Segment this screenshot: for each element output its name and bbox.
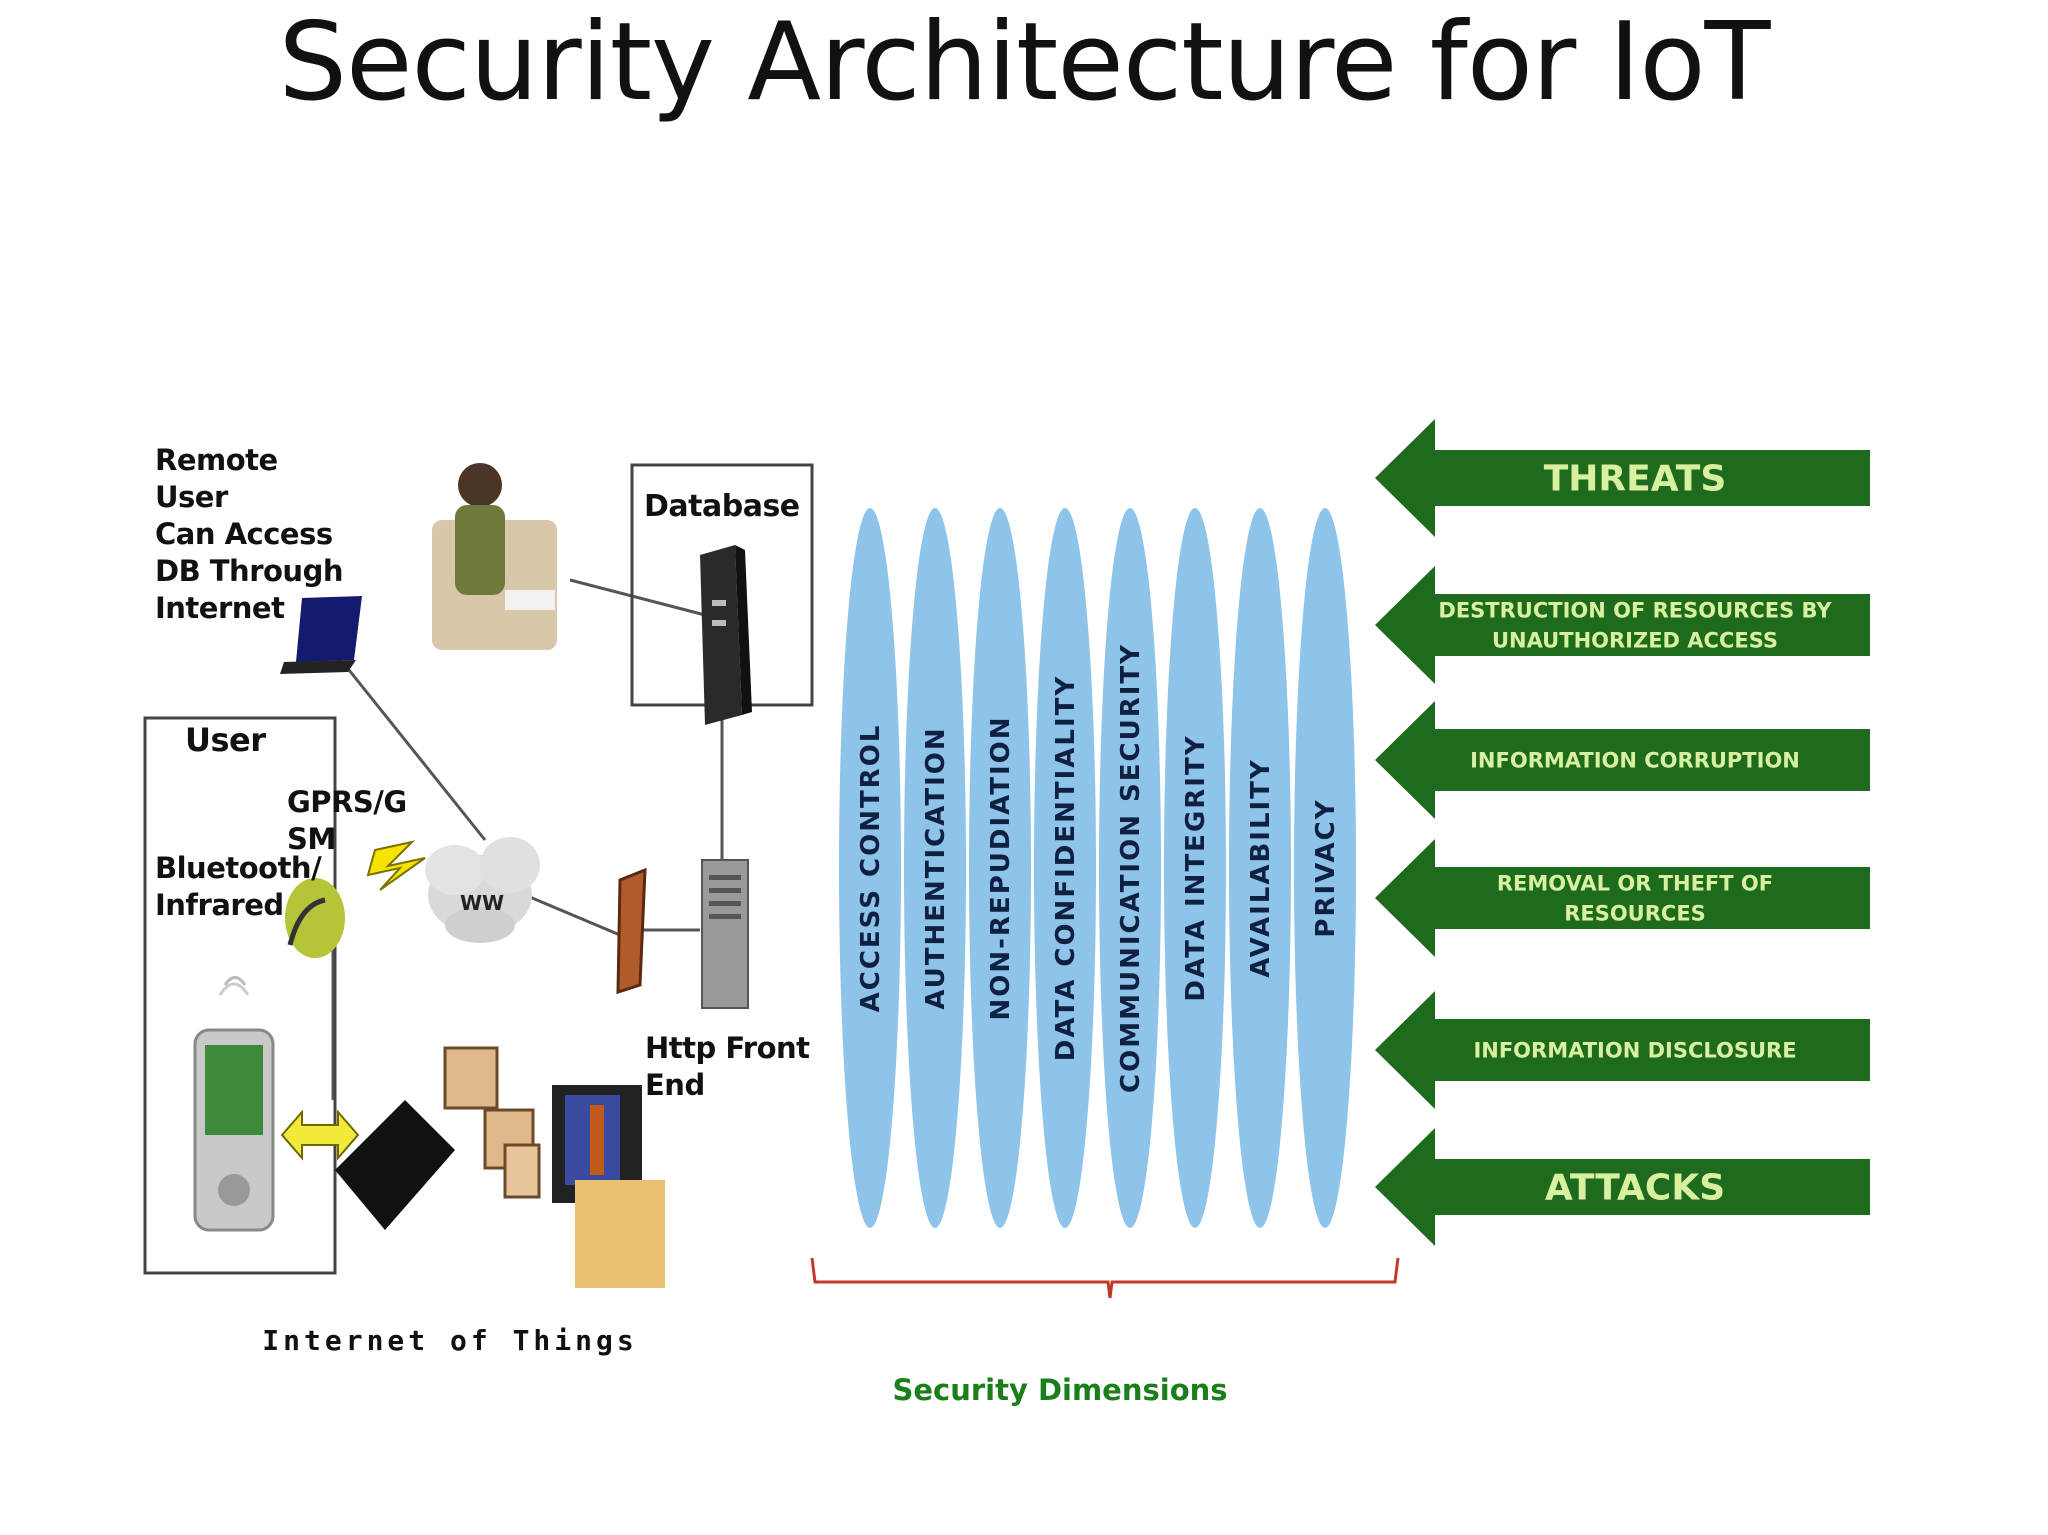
chip-board-icon	[552, 1085, 665, 1288]
threat-arrow	[1375, 566, 1870, 684]
threat-label: INFORMATION CORRUPTION	[1470, 748, 1800, 772]
dimension-ellipse	[1034, 508, 1096, 1228]
threat-arrow	[1375, 701, 1870, 819]
person-icon	[432, 463, 557, 650]
iot-caption: Internet of Things	[262, 1324, 637, 1357]
threats-group: THREATS DESTRUCTION OF RESOURCES BY UNAUTH…	[1375, 419, 1870, 1246]
dimension-label: PRIVACY	[1311, 798, 1341, 937]
dimension-ellipse	[1229, 508, 1291, 1228]
user-box	[143, 716, 337, 1275]
dimension-ellipse	[839, 508, 901, 1228]
connector-person-server	[569, 578, 706, 617]
laptop-icon	[280, 596, 362, 674]
dimension-label: AVAILABILITY	[1246, 758, 1276, 978]
bluetooth-label: Bluetooth/ Infrared	[155, 851, 322, 922]
security-dimensions-group: ACCESS CONTROL AUTHENTICATION NON-REPUDIAT…	[839, 508, 1356, 1228]
user-label: User	[185, 721, 266, 759]
database-server-icon	[700, 545, 752, 725]
dimension-label: NON-REPUDIATION	[986, 716, 1016, 1021]
connector-laptop-cloud	[343, 664, 487, 841]
dimension-label: AUTHENTICATION	[921, 726, 951, 1009]
double-arrow-icon	[280, 1109, 360, 1161]
remote-user-label: Remote User Can Access DB Through Intern…	[155, 443, 343, 625]
security-dimensions-caption: Security Dimensions	[892, 1373, 1227, 1407]
dimension-label: DATA CONFIDENTIALITY	[1051, 675, 1081, 1061]
www-cloud-icon: WW	[425, 837, 540, 943]
threat-arrow	[1375, 839, 1870, 957]
database-label: Database	[644, 489, 800, 524]
dimension-label: COMMUNICATION SECURITY	[1116, 643, 1146, 1093]
bluetooth-device-icon	[285, 878, 345, 958]
pda-icon	[193, 976, 275, 1232]
rfid-tags-icon	[443, 1046, 541, 1199]
dimension-label: ACCESS CONTROL	[856, 724, 886, 1013]
dimension-ellipse	[1099, 508, 1161, 1228]
threat-label: RESOURCES	[1564, 901, 1706, 925]
threat-arrow	[1375, 991, 1870, 1109]
dimension-ellipse	[969, 508, 1031, 1228]
threat-label: DESTRUCTION OF RESOURCES BY	[1438, 598, 1832, 622]
threat-arrow	[1375, 419, 1870, 537]
threat-label: REMOVAL OR THEFT OF	[1497, 871, 1773, 895]
http-front-end-label: Http Front End	[645, 1031, 810, 1102]
dimension-ellipse	[1294, 508, 1356, 1228]
smart-card-icon	[335, 1100, 455, 1230]
slide-title: Security Architecture for IoT	[278, 0, 1770, 125]
dimension-label: DATA INTEGRITY	[1181, 734, 1211, 1001]
dimension-ellipse	[1164, 508, 1226, 1228]
gprs-label: GPRS/G SM	[287, 785, 407, 856]
www-label: WW	[460, 891, 504, 915]
threat-label: THREATS	[1544, 459, 1727, 500]
threat-label: ATTACKS	[1545, 1168, 1725, 1209]
lightning-icon	[366, 840, 426, 891]
dimension-ellipse	[904, 508, 966, 1228]
threat-label: INFORMATION DISCLOSURE	[1473, 1038, 1796, 1062]
threat-label: UNAUTHORIZED ACCESS	[1492, 628, 1778, 652]
security-dimensions-brace	[810, 1257, 1400, 1299]
threat-arrow	[1375, 1128, 1870, 1246]
firewall-icon	[616, 867, 647, 995]
http-server-icon	[701, 859, 749, 1009]
connector-cloud-firewall	[524, 893, 621, 937]
